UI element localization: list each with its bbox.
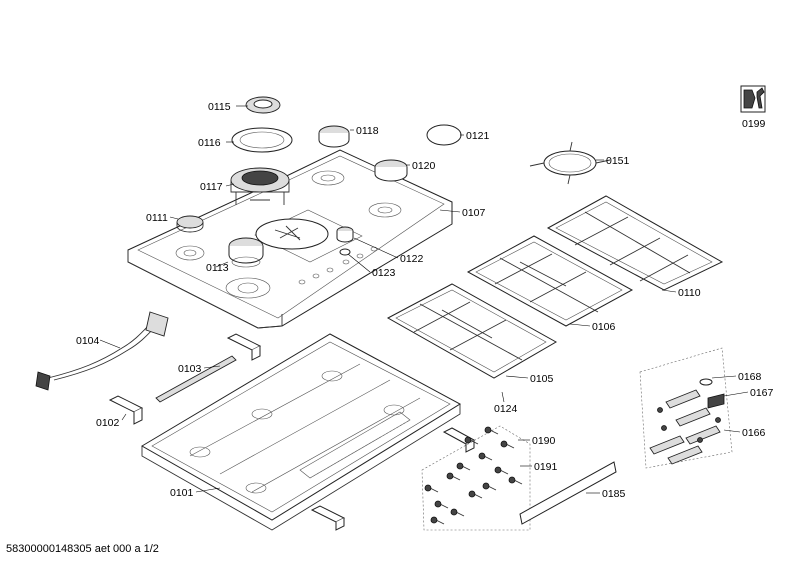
- rod-0103: [155, 355, 237, 403]
- label-0168: 0168: [738, 371, 762, 383]
- burner-cap-0118: [318, 125, 350, 148]
- label-0117: 0117: [200, 181, 223, 193]
- leader-lines: [99, 105, 749, 494]
- power-cable-0104: [35, 311, 169, 391]
- label-0103: 0103: [178, 363, 202, 375]
- label-0107: 0107: [462, 207, 486, 219]
- hob-top-plate: [127, 149, 453, 329]
- label-0104: 0104: [76, 335, 100, 347]
- pan-support-0151: [529, 141, 611, 185]
- label-0122: 0122: [400, 253, 424, 265]
- clamp-kit-0166: [639, 347, 733, 469]
- wok-burner-base-0117: [230, 167, 290, 205]
- service-tool-icon: [740, 85, 766, 113]
- label-0124: 0124: [494, 403, 518, 415]
- label-0105: 0105: [530, 373, 554, 385]
- screw-set-0190-0191: [421, 425, 531, 531]
- label-0123: 0123: [372, 267, 396, 279]
- burner-cap-0113: [228, 237, 264, 268]
- label-0151: 0151: [606, 155, 630, 167]
- label-0167: 0167: [750, 387, 774, 399]
- pan-support-grid-0106: [466, 235, 634, 327]
- control-knob-0122: [336, 226, 354, 256]
- label-0185: 0185: [602, 488, 626, 500]
- label-0120: 0120: [412, 160, 436, 172]
- bracket-bottom: [310, 505, 346, 531]
- label-0102: 0102: [96, 417, 120, 429]
- label-0111: 0111: [146, 212, 168, 224]
- cover-disc-0121: [426, 124, 462, 146]
- part-labels: 0115 0116 0117 0118 0120 0121 0151 0111 …: [76, 101, 774, 500]
- wok-burner-ring-0115: [245, 96, 281, 114]
- bracket-top: [226, 333, 262, 361]
- label-0110: 0110: [678, 287, 701, 299]
- pan-support-grid-0105: [386, 283, 558, 379]
- label-0116: 0116: [198, 137, 221, 149]
- label-0118: 0118: [356, 125, 379, 137]
- label-0166: 0166: [742, 427, 766, 439]
- label-0101: 0101: [170, 487, 194, 499]
- base-tray-0101: [141, 333, 461, 531]
- sealing-strip-0185: [519, 461, 617, 525]
- label-0199: 0199: [742, 118, 766, 130]
- label-0191: 0191: [534, 461, 558, 473]
- label-0106: 0106: [592, 321, 616, 333]
- burner-cap-0120: [374, 159, 408, 182]
- burner-cap-0111: [176, 215, 204, 233]
- wok-burner-ring-0116: [231, 127, 293, 153]
- label-0115: 0115: [208, 101, 231, 113]
- label-0190: 0190: [532, 435, 556, 447]
- label-0121: 0121: [466, 130, 490, 142]
- pan-support-grid-0110: [546, 195, 724, 291]
- label-0113: 0113: [206, 262, 229, 274]
- document-footer: 58300000148305 aet 000 a 1/2: [6, 543, 159, 555]
- bracket-0102: [108, 395, 144, 425]
